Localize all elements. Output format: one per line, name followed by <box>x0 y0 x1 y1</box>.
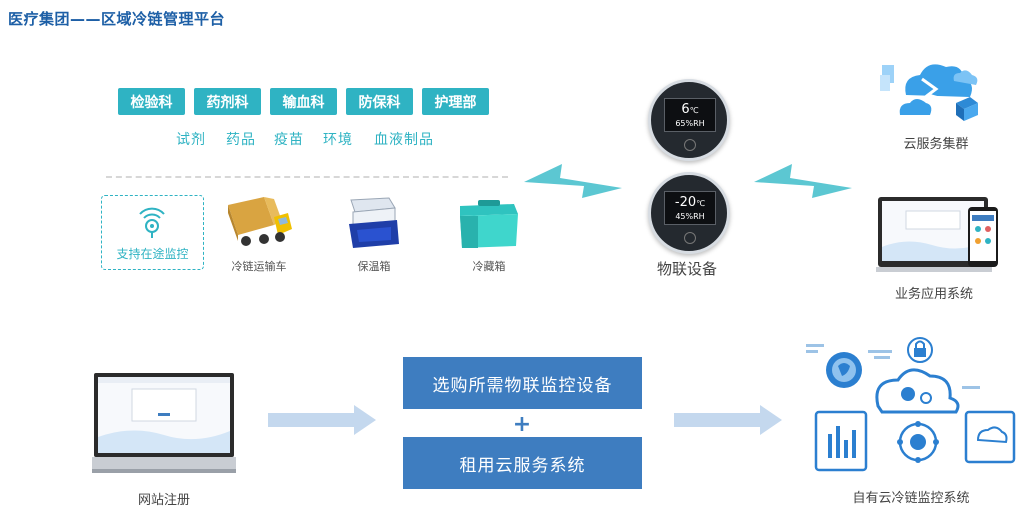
dept-prevention: 防保科 <box>346 88 413 115</box>
website-monitor-icon <box>92 373 236 473</box>
device-1-temp: 6 <box>681 102 690 117</box>
arrow-right-icon <box>268 405 376 435</box>
item-reagent: 试剂 <box>176 132 206 148</box>
dept-pharmacy: 药剂科 <box>194 88 261 115</box>
dept-lab: 检验科 <box>118 88 185 115</box>
dept-nursing: 护理部 <box>422 88 489 115</box>
device-2-unit: ℃ <box>696 199 706 208</box>
own-cloud-system-label: 自有云冷链监控系统 <box>852 491 970 506</box>
cloud-cluster-label: 云服务集群 <box>903 137 969 152</box>
insulated-box-icon <box>349 197 399 248</box>
signal-icon <box>139 207 165 238</box>
dept-transfusion: 输血科 <box>270 88 337 115</box>
business-app-icon <box>876 197 998 272</box>
own-cloud-system-icon <box>806 337 1016 472</box>
transit-monitor-label: 支持在途监控 <box>116 247 189 261</box>
item-vaccine: 疫苗 <box>274 132 304 148</box>
iot-device-label: 物联设备 <box>656 260 717 278</box>
device-1-button <box>684 139 696 151</box>
truck-icon <box>228 197 292 246</box>
divider <box>106 176 508 178</box>
thermometer-device-2: -20℃ 45%RH <box>648 172 730 254</box>
cloud-cluster-icon <box>880 64 978 121</box>
wireless-link-right-icon <box>754 164 852 198</box>
item-environment: 环境 <box>323 132 353 148</box>
thermometer-device-1: 6℃ 65%RH <box>648 79 730 161</box>
item-drug: 药品 <box>226 132 256 148</box>
device-1-unit: ℃ <box>689 106 699 115</box>
transit-monitor-box <box>101 195 204 270</box>
website-register-label: 网站注册 <box>137 493 190 508</box>
device-2-humidity: 45%RH <box>675 212 705 221</box>
device-2-temp: -20 <box>674 195 697 210</box>
device-2-button <box>684 232 696 244</box>
rent-cloud-option: 租用云服务系统 <box>403 437 642 489</box>
cooler-box-icon <box>460 200 518 248</box>
wireless-link-left-icon <box>524 164 622 198</box>
cooler-box-label: 冷藏箱 <box>472 260 506 273</box>
device-1-humidity: 65%RH <box>675 119 705 128</box>
insulated-box-label: 保温箱 <box>357 260 391 273</box>
item-blood: 血液制品 <box>374 132 434 148</box>
truck-label: 冷链运输车 <box>231 260 287 273</box>
page-title: 医疗集团——区域冷链管理平台 <box>8 10 226 28</box>
business-app-label: 业务应用系统 <box>894 287 973 302</box>
arrow-right-icon-2 <box>674 405 782 435</box>
purchase-device-option: 选购所需物联监控设备 <box>403 357 642 409</box>
plus-sign: + <box>512 412 532 437</box>
